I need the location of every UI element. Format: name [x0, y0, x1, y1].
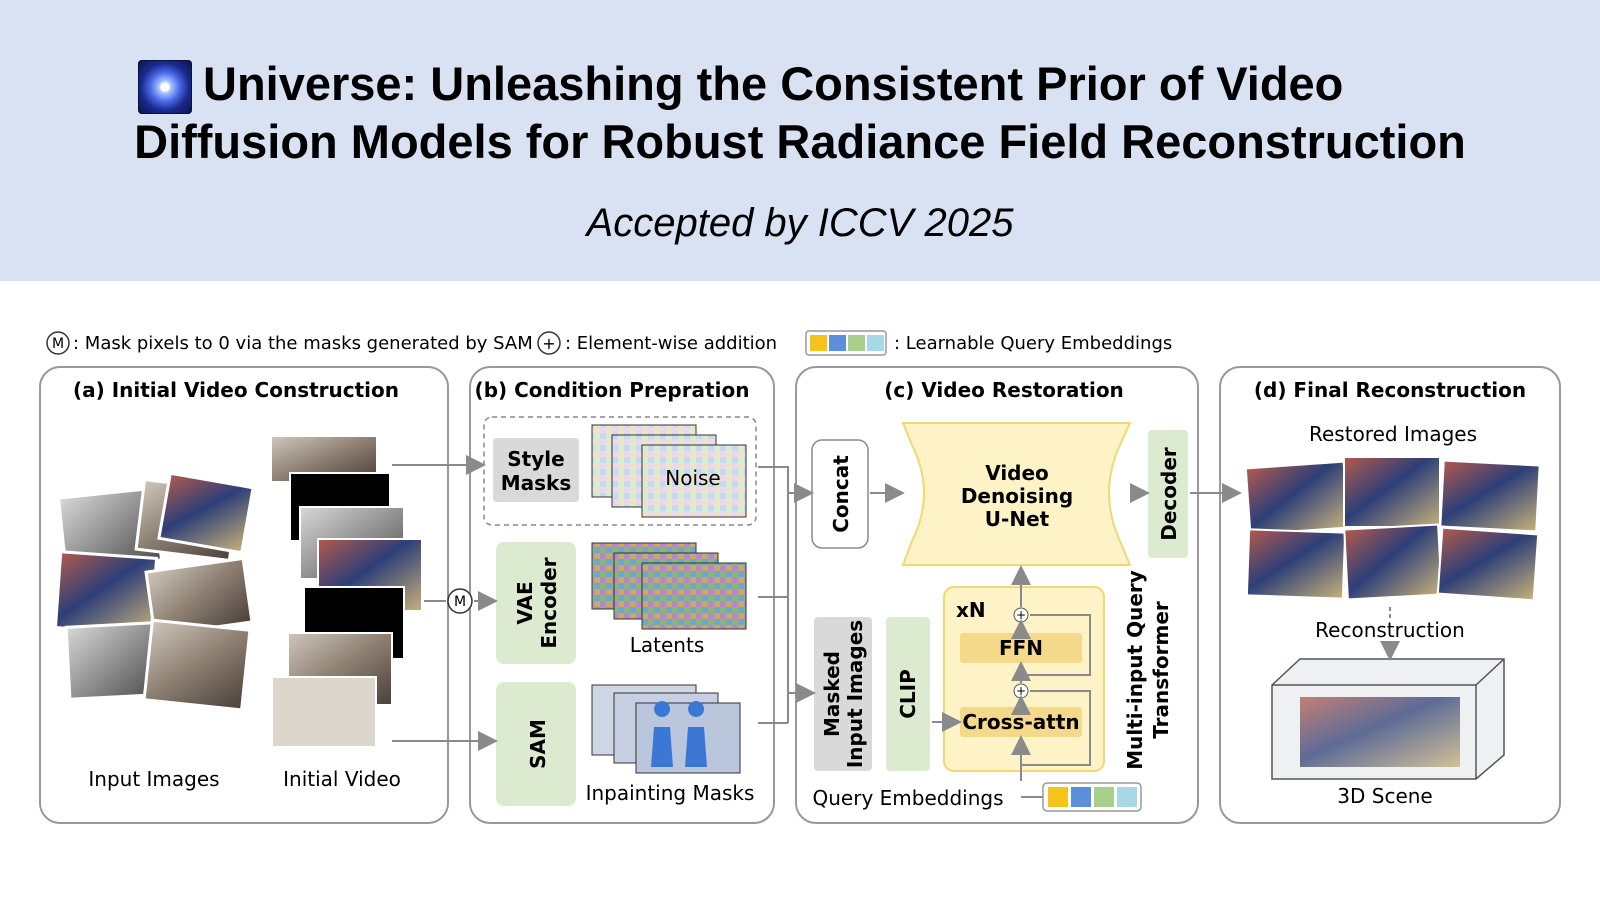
- query-embedding-swatch: [829, 335, 846, 351]
- sam-label: SAM: [526, 719, 550, 769]
- query-embedding-swatch: [1071, 787, 1091, 807]
- restored-image: [1439, 459, 1541, 533]
- initial-video-frames: [271, 437, 423, 748]
- restored-image: [1244, 460, 1350, 536]
- latent-frame: [641, 562, 747, 630]
- query-embedding-swatch: [810, 335, 827, 351]
- decoder-label: Decoder: [1157, 447, 1181, 541]
- style-masks-block: [493, 438, 579, 502]
- clip-block: [886, 617, 930, 771]
- scene-box-edges: [1272, 658, 1505, 779]
- person-mask-icon: [651, 701, 673, 767]
- style-masks-label-2: Masks: [501, 471, 572, 495]
- inpainting-masks-label: Inpainting Masks: [586, 781, 755, 805]
- restored-images-label: Restored Images: [1309, 422, 1477, 446]
- query-embedding-swatch: [848, 335, 865, 351]
- ffn-label: FFN: [999, 636, 1043, 660]
- noise-label: Noise: [665, 466, 720, 490]
- restored-image: [1436, 526, 1540, 602]
- input-image: [157, 471, 255, 555]
- restored-images-collage: [1244, 456, 1541, 602]
- paper-title-line-1: Universe: Unleashing the Consistent Prio…: [203, 57, 1344, 110]
- panel-c-title: (c) Video Restoration: [884, 378, 1124, 402]
- input-image: [53, 550, 159, 636]
- style-masks-label-1: Style: [507, 447, 564, 471]
- unet-block: [901, 422, 1132, 566]
- query-embedding-swatch: [867, 335, 884, 351]
- latents-stack: [591, 542, 747, 630]
- mqt-label-2: Transformer: [1149, 601, 1173, 739]
- add-symbol: +: [542, 334, 555, 353]
- residual-line-2: [1021, 614, 1091, 676]
- method-overview-figure: M : Mask pixels to 0 via the masks gener…: [0, 325, 1600, 865]
- mask-op-symbol: M: [454, 594, 466, 610]
- restored-image: [1245, 528, 1347, 600]
- noise-stack: [591, 424, 747, 518]
- sam-block: [496, 682, 576, 806]
- restored-image: [1343, 456, 1441, 528]
- figure-legend: M : Mask pixels to 0 via the masks gener…: [46, 330, 1172, 356]
- input-images-label: Input Images: [88, 767, 219, 791]
- initial-video-label: Initial Video: [283, 767, 401, 791]
- masked-input-images-block: [814, 617, 872, 771]
- xn-label: xN: [956, 598, 986, 622]
- query-embedding-swatch: [1048, 787, 1068, 807]
- noise-frame: [641, 444, 747, 518]
- 3d-scene-label: 3D Scene: [1337, 784, 1432, 808]
- inpainting-masks-stack: [591, 684, 741, 774]
- cross-attn-label: Cross-attn: [962, 710, 1079, 734]
- panel-a-title: (a) Initial Video Construction: [73, 378, 399, 402]
- scene-render: [1300, 697, 1460, 767]
- query-embeddings-label: Query Embeddings: [813, 786, 1004, 810]
- residual-line-1: [1021, 690, 1091, 766]
- connectors: [392, 455, 1400, 798]
- add-node-symbol: +: [1016, 684, 1026, 698]
- latents-label: Latents: [630, 633, 704, 657]
- 3d-scene-cube: [1271, 658, 1505, 780]
- legend-mask-text: : Mask pixels to 0 via the masks generat…: [73, 333, 533, 354]
- masked-input-label-2: Input Images: [843, 620, 867, 768]
- unet-label-2: Denoising: [961, 484, 1073, 508]
- panel-d-title: (d) Final Reconstruction: [1254, 378, 1526, 402]
- unet-label-3: U-Net: [985, 507, 1050, 531]
- vae-encoder-label-2: Encoder: [537, 557, 561, 648]
- method-diagram: M : Mask pixels to 0 via the masks gener…: [39, 330, 1561, 824]
- panel-b-title: (b) Condition Prepration: [475, 378, 750, 402]
- reconstruction-label: Reconstruction: [1315, 618, 1465, 642]
- input-image: [142, 618, 252, 712]
- masked-input-label-1: Masked: [820, 651, 844, 737]
- legend-query-text: : Learnable Query Embeddings: [894, 333, 1172, 354]
- mask-symbol: M: [52, 336, 64, 352]
- clip-label: CLIP: [896, 669, 920, 719]
- vae-encoder-block: [496, 542, 576, 664]
- video-frame: [271, 676, 377, 748]
- ffn-block: [960, 633, 1082, 663]
- concat-label: Concat: [829, 455, 853, 533]
- unet-label-1: Video: [985, 461, 1049, 485]
- restored-image: [1343, 523, 1443, 601]
- input-images-collage: [53, 471, 255, 712]
- mask-symbol-icon: [46, 331, 70, 355]
- galaxy-logo-icon: [138, 60, 192, 114]
- query-embedding-swatch: [1094, 787, 1114, 807]
- add-symbol-icon: [537, 331, 561, 355]
- person-mask-icon: [685, 701, 707, 767]
- mqt-label-1: Multi-input Query: [1123, 570, 1147, 770]
- merge-lines: [758, 466, 789, 724]
- vae-encoder-label-1: VAE: [513, 581, 537, 624]
- add-node-symbol: +: [1016, 608, 1026, 622]
- paper-title-line-2: Diffusion Models for Robust Radiance Fie…: [134, 115, 1466, 168]
- legend-add-text: : Element-wise addition: [565, 333, 777, 354]
- query-embedding-swatch: [1117, 787, 1137, 807]
- venue-subtitle: Accepted by ICCV 2025: [586, 201, 1014, 245]
- cross-attn-block: [960, 707, 1082, 737]
- decoder-block: [1148, 430, 1188, 558]
- mask-op-icon: [447, 588, 473, 614]
- title-banner: Universe: Unleashing the Consistent Prio…: [0, 0, 1600, 281]
